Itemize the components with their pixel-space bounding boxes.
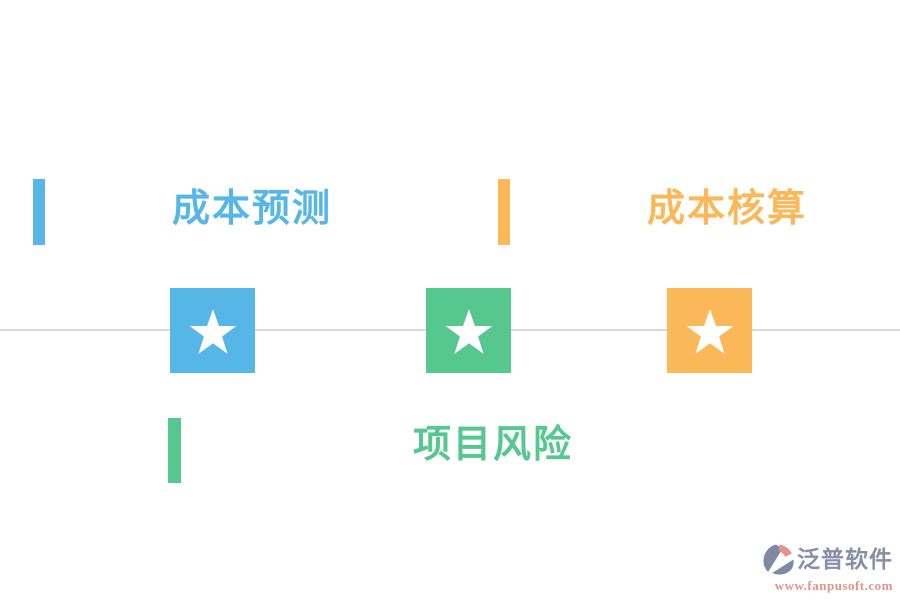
cost-accounting-accent-bar — [498, 179, 510, 245]
watermark-brand: 泛普软件 — [797, 546, 893, 572]
star-icon — [445, 308, 492, 354]
watermark-url: www.fanpusoft.com — [774, 578, 893, 593]
milestone-cost-accounting — [667, 288, 752, 373]
star-icon — [189, 308, 236, 354]
project-risk-accent-bar — [168, 418, 181, 483]
watermark: 泛普软件 www.fanpusoft.com — [762, 543, 893, 592]
milestone-cost-forecast — [170, 288, 255, 373]
project-risk-title: 项目风险 — [412, 424, 573, 466]
cost-accounting-title: 成本核算 — [646, 188, 807, 230]
star-icon — [686, 308, 733, 354]
cost-forecast-title: 成本预测 — [171, 188, 332, 230]
cost-forecast-accent-bar — [33, 179, 45, 245]
fanpu-logo-icon — [763, 544, 794, 575]
milestone-project-risk — [426, 288, 511, 373]
